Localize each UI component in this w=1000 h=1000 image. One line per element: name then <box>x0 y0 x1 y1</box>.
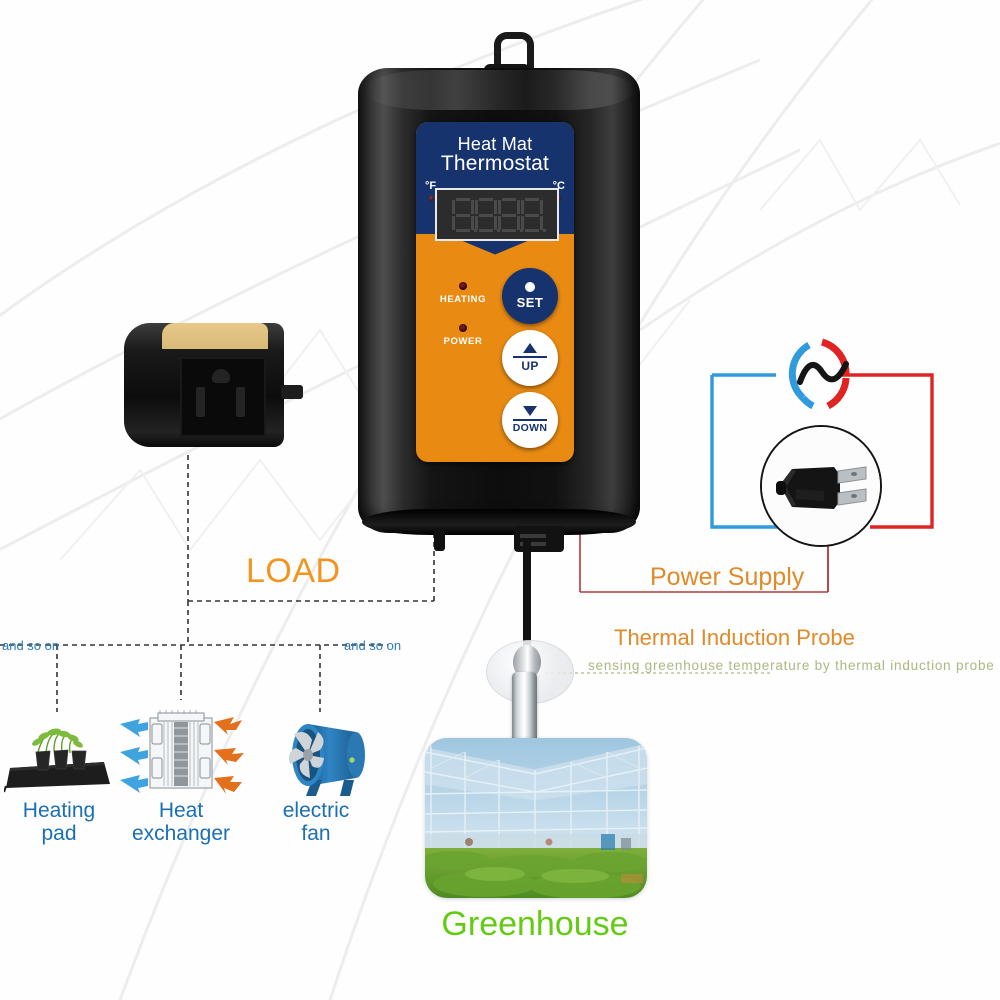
load-cable-stub <box>434 529 445 551</box>
fahrenheit-led <box>429 196 434 201</box>
display-digit-2 <box>474 197 500 232</box>
greenhouse-photo <box>425 738 647 898</box>
heating-pad-label-line2: pad <box>41 821 77 845</box>
thermal-probe-sublabel: sensing greenhouse temperature by therma… <box>588 658 995 673</box>
heating-indicator: HEATING <box>432 282 494 305</box>
triangle-down-icon <box>523 406 537 417</box>
heating-indicator-label: HEATING <box>439 294 487 305</box>
heat-exchanger-label: Heat exchanger <box>118 799 244 845</box>
device-bottom-edge <box>362 509 636 535</box>
thermal-probe-label: Thermal Induction Probe <box>614 625 855 650</box>
load-label: LOAD <box>246 552 341 590</box>
heating-pad-label: Heating pad <box>4 799 114 845</box>
outlet-right-slot <box>236 387 245 417</box>
display-digit-3 <box>497 197 523 232</box>
seven-segment-display <box>435 188 559 241</box>
electric-fan-label: electric fan <box>262 799 370 845</box>
hanging-hook-icon <box>494 32 534 79</box>
power-led <box>459 324 467 332</box>
greenhouse-label: Greenhouse <box>441 905 629 943</box>
up-button[interactable]: UP <box>502 330 558 386</box>
up-button-label: UP <box>521 358 539 373</box>
electric-fan-label-line1: electric <box>282 799 350 822</box>
display-digit-4 <box>520 197 546 232</box>
heating-led <box>459 282 467 290</box>
down-button-rule <box>513 419 547 421</box>
heat-exchanger-icon <box>118 708 244 798</box>
set-button-dot <box>525 282 535 292</box>
power-outlet-icon <box>118 315 303 455</box>
power-indicator: POWER <box>432 324 494 347</box>
device-top-highlight <box>364 70 634 110</box>
power-supply-label: Power Supply <box>650 563 805 591</box>
electric-fan-label-line2: fan <box>301 821 331 845</box>
device-title-line2: Thermostat <box>440 152 550 175</box>
heating-pad-label-line1: Heating <box>22 799 96 822</box>
up-button-rule <box>513 356 547 358</box>
power-indicator-label: POWER <box>443 336 483 347</box>
power-plug-icon <box>760 425 882 547</box>
control-faceplate: Heat Mat Thermostat °F °C <box>416 122 574 462</box>
down-button[interactable]: DOWN <box>502 392 558 448</box>
and-so-on-right: and so on <box>344 638 402 653</box>
set-button-label: SET <box>516 295 544 310</box>
outlet-side-nub <box>281 385 303 399</box>
display-digit-1 <box>451 197 477 232</box>
set-button[interactable]: SET <box>502 268 558 324</box>
and-so-on-left: and so on <box>2 638 60 653</box>
power-connector <box>514 526 564 552</box>
outlet-tan-top <box>162 323 268 349</box>
power-supply-wiring <box>710 338 934 592</box>
device-title-line1: Heat Mat <box>457 134 533 154</box>
down-button-label: DOWN <box>512 421 548 434</box>
triangle-up-icon <box>523 343 537 354</box>
heating-pad-icon <box>3 718 114 796</box>
fahrenheit-label: °F <box>425 180 437 192</box>
thermostat-device: Heat Mat Thermostat °F °C <box>358 32 640 552</box>
outlet-ground-slot <box>212 369 230 383</box>
heat-exchanger-label-line1: Heat <box>158 799 204 822</box>
probe-cable <box>523 538 531 656</box>
heat-exchanger-label-line2: exchanger <box>131 821 231 845</box>
electric-fan-icon <box>272 716 368 798</box>
outlet-left-slot <box>196 387 205 417</box>
